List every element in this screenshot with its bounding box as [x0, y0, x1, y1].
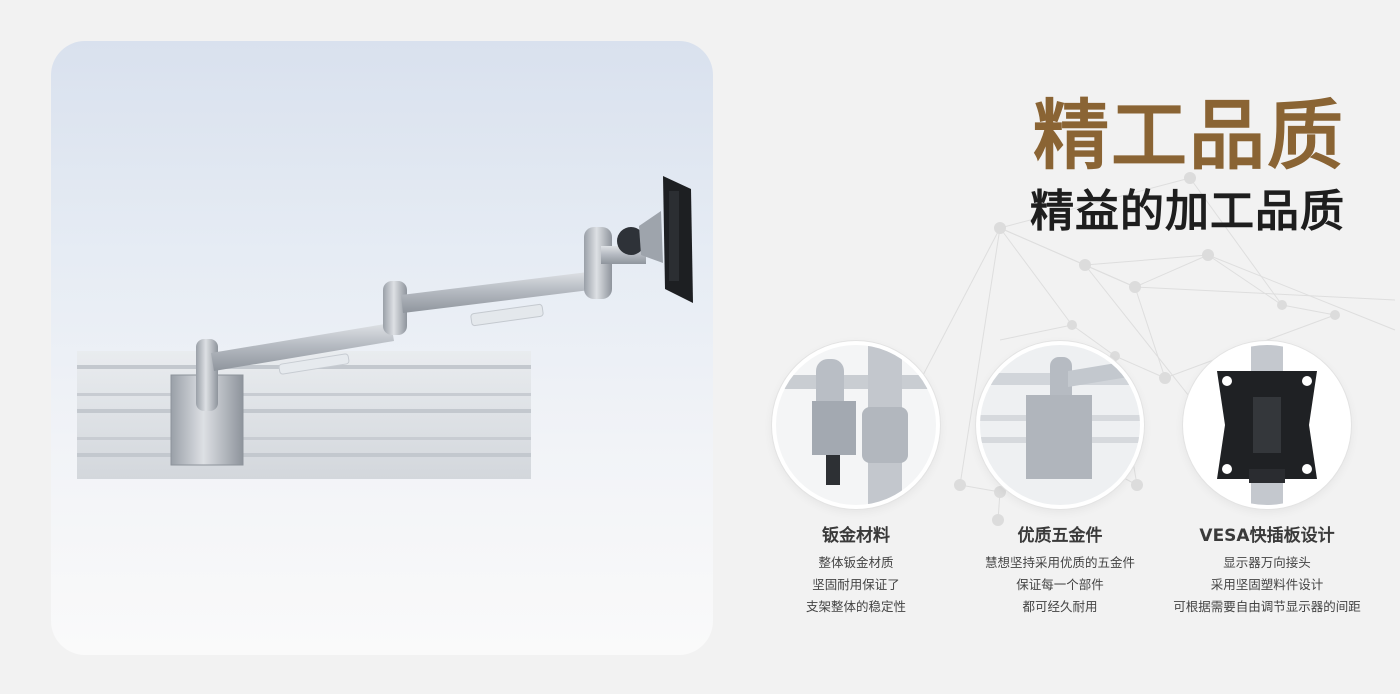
feature-line: 都可经久耐用	[1022, 599, 1098, 614]
feature-title: 优质五金件	[1017, 526, 1103, 546]
feature-line: 可根据需要自由调节显示器的间距	[1173, 599, 1361, 614]
hero-product-card	[51, 41, 713, 655]
feature-hardware: 优质五金件 慧想坚持采用优质的五金件 保证每一个部件 都可经久耐用	[960, 341, 1160, 618]
feature-title: VESA快插板设计	[1199, 526, 1335, 546]
feature-line: 慧想坚持采用优质的五金件	[984, 555, 1135, 570]
feature-sheet-metal: 钣金材料 整体钣金材质 坚固耐用保证了 支架整体的稳定性	[756, 341, 956, 618]
clamp-closeup-icon	[772, 341, 940, 509]
feature-line: 显示器万向接头	[1223, 555, 1311, 570]
feature-vesa: VESA快插板设计 显示器万向接头 采用坚固塑料件设计 可根据需要自由调节显示器…	[1167, 341, 1367, 618]
page-subtitle: 精益的加工品质	[1030, 186, 1345, 237]
slatwall-rail	[77, 351, 531, 479]
page-title: 精工品质	[1033, 91, 1345, 180]
monitor-arm-illustration	[77, 176, 693, 479]
vesa-plate-icon	[1183, 341, 1351, 509]
feature-line: 坚固耐用保证了	[812, 577, 900, 592]
feature-line: 保证每一个部件	[1016, 577, 1104, 592]
feature-title: 钣金材料	[822, 526, 890, 546]
feature-line: 支架整体的稳定性	[805, 599, 906, 614]
feature-line: 采用坚固塑料件设计	[1210, 577, 1324, 592]
feature-line: 整体钣金材质	[818, 555, 894, 570]
hardware-joint-icon	[976, 341, 1144, 509]
